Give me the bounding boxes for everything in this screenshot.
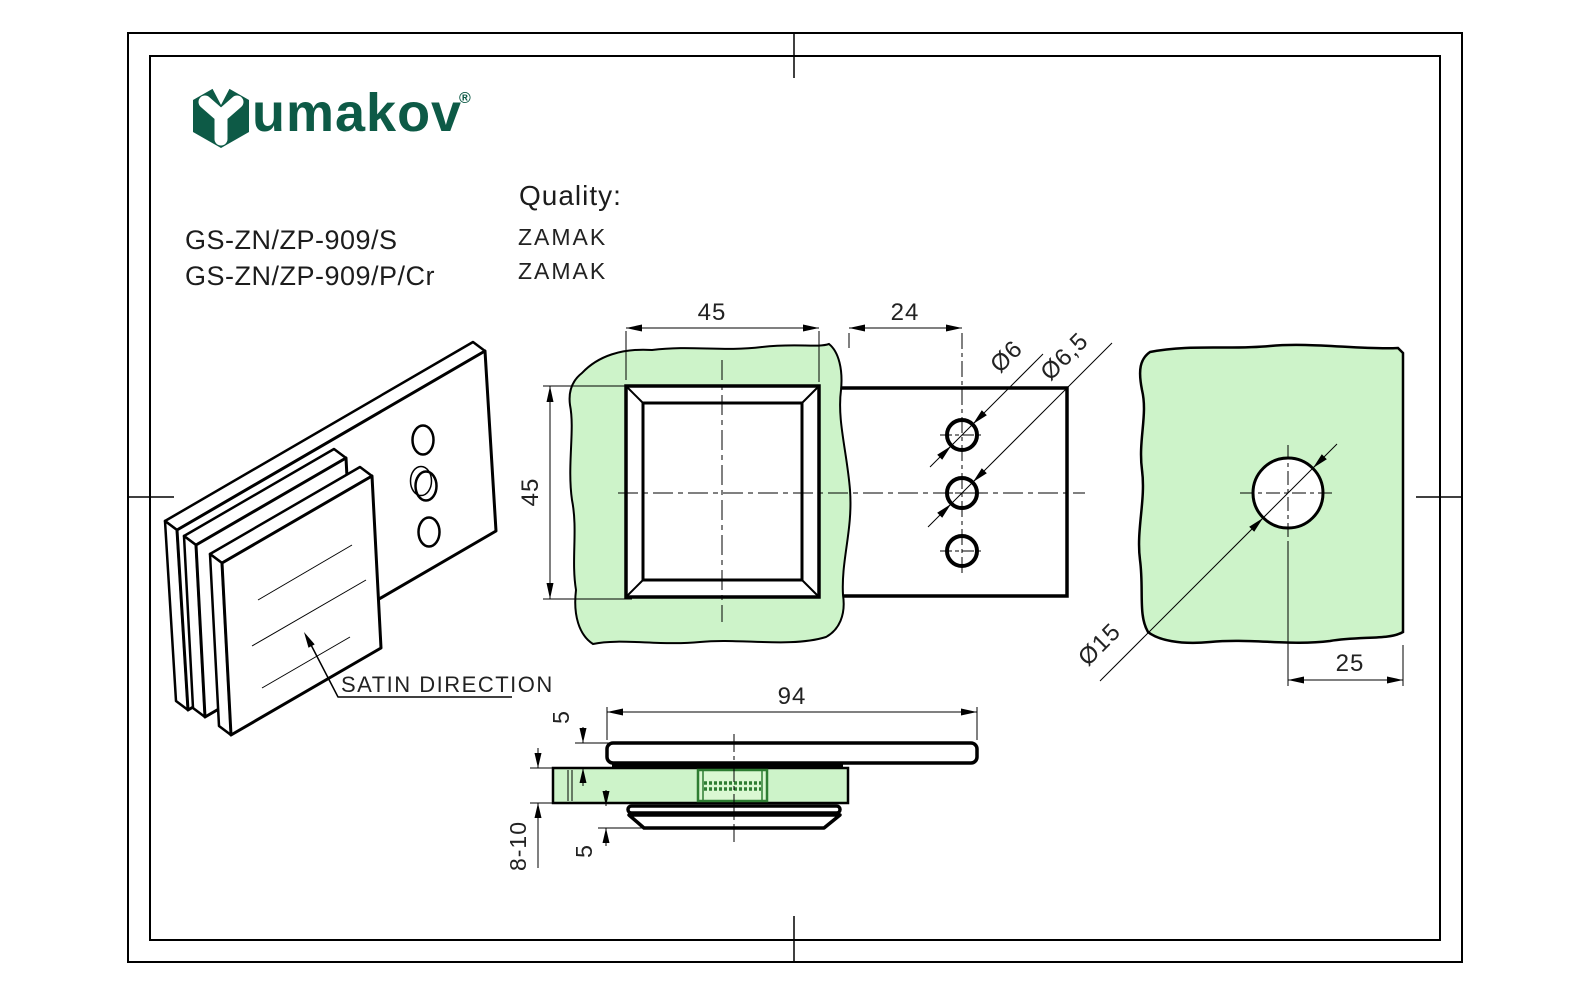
dim-front-height-label: 45 — [517, 478, 544, 507]
registered-mark: ® — [459, 90, 471, 107]
satin-leader — [304, 632, 512, 698]
cover-plate-bevel — [627, 813, 842, 830]
quality-value-2: ZAMAK — [518, 258, 608, 284]
screw-section — [696, 768, 769, 803]
glass-hole-view: Ø15 25 — [1073, 343, 1405, 686]
product-code-2: GS-ZN/ZP-909/P/Cr — [185, 261, 436, 291]
front-centerlines — [618, 333, 1085, 622]
dim-glass-thickness — [530, 748, 556, 868]
dim-top-plate-label: 5 — [548, 710, 574, 724]
dim-hole-small-label: Ø6 — [985, 335, 1028, 378]
product-codes: GS-ZN/ZP-909/S GS-ZN/ZP-909/P/Cr — [185, 222, 435, 294]
isometric-view: SATIN DIRECTION — [163, 340, 554, 737]
dim-edge-distance-label: 25 — [1336, 650, 1365, 677]
quality-heading: Quality: — [519, 180, 622, 211]
dim-edge-distance — [1287, 541, 1404, 686]
brand-wordmark: umakov — [252, 83, 463, 143]
dim-tab-span-label: 24 — [891, 299, 920, 326]
dim-glass-hole — [1099, 443, 1338, 682]
tab-plate — [817, 386, 1069, 598]
quality-value-1: ZAMAK — [518, 224, 608, 250]
front-view: 45 24 45 Ø6 — [517, 299, 1113, 646]
iso-hole-middle-depth — [409, 465, 433, 497]
dim-total-length — [606, 707, 978, 740]
dim-bottom-plate-label: 5 — [571, 844, 597, 858]
dim-bottom-plate — [598, 790, 648, 846]
bevel-miters — [625, 385, 820, 598]
sheet-frame — [127, 32, 1463, 963]
dim-front-height — [543, 385, 632, 600]
side-view: 94 5 8-10 5 — [505, 683, 979, 871]
dim-front-width-label: 45 — [698, 299, 727, 326]
dim-hole-large — [927, 342, 1113, 528]
back-plate-edge — [605, 741, 979, 765]
dim-hole-large-label: Ø6,5 — [1035, 327, 1094, 386]
iso-hole-middle — [414, 470, 438, 502]
dim-front-width — [625, 324, 820, 382]
satin-texture-lines — [251, 544, 367, 689]
iso-hole-top — [411, 424, 435, 456]
dim-total-length-label: 94 — [778, 683, 807, 710]
iso-front-plate — [208, 465, 383, 737]
dim-glass-thickness-label: 8-10 — [505, 821, 531, 871]
product-code-1: GS-ZN/ZP-909/S — [185, 225, 398, 255]
inner-border — [149, 55, 1441, 941]
glass-edge-lines — [567, 770, 573, 801]
iso-hole-bottom — [417, 516, 441, 548]
dim-tab-span — [848, 324, 962, 348]
umakov-logo-icon — [193, 84, 249, 148]
satin-direction-label: SATIN DIRECTION — [341, 672, 554, 697]
dim-top-plate — [575, 727, 610, 786]
dim-hole-small — [929, 353, 1044, 468]
